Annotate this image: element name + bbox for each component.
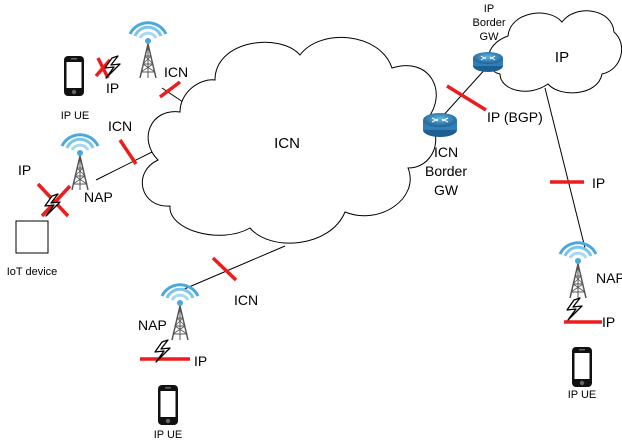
icn-border-gw-label-3: GW (434, 182, 459, 198)
icn-border-gw: ICN Border GW (423, 113, 467, 198)
cut-mark-bgp (446, 84, 487, 112)
ip-border-gw-label-3: GW (480, 31, 500, 43)
router-icon (473, 52, 503, 64)
ip-right-ue-link-label: IP (602, 314, 615, 330)
tower-left-icon (60, 133, 100, 192)
icn-top-left-label: ICN (164, 64, 188, 80)
ip-ue-bottom-label: IP UE (154, 429, 183, 441)
ip-bottom-label: IP (194, 353, 207, 369)
cut-mark-icn-bottom (211, 256, 238, 282)
nap-right-label: NAP (596, 270, 622, 286)
link-nap-left-icn (95, 147, 161, 181)
ip-right-link-label: IP (592, 175, 605, 191)
ip-border-gw: IP Border GW (472, 3, 506, 72)
phone-top-left-icon (64, 56, 84, 96)
ip-ue-right-label: IP UE (568, 389, 597, 401)
link-ip-to-nap-right (544, 87, 586, 249)
cut-mark-icn-left (118, 139, 138, 165)
tower-top-icon (128, 21, 168, 80)
ip-cloud-label: IP (555, 49, 569, 66)
ip-top-left-label: IP (106, 80, 119, 96)
cut-mark-ip-top-b (94, 58, 112, 78)
cut-mark-icn-top (158, 80, 182, 99)
phone-right-icon (572, 347, 592, 387)
icn-bottom-link-label: ICN (234, 292, 258, 308)
nap-left-label: NAP (84, 189, 113, 205)
ip-cloud: IP (487, 10, 622, 94)
nap-bottom-label: NAP (138, 317, 167, 333)
phone-bottom-icon (158, 385, 178, 425)
link-nap-bottom-icn (181, 245, 286, 291)
iot-device-label: IoT device (7, 266, 58, 278)
tower-right-icon (558, 241, 598, 300)
labels: IP (BGP) IP NAP IP IP UE IP ICN IP UE IC… (7, 64, 622, 441)
icn-left-link-label: ICN (108, 118, 132, 134)
tower-bottom-icon (160, 283, 200, 342)
ip-ue-top-left-label: IP UE (61, 110, 90, 122)
cut-mark-ip-left-b (40, 184, 72, 218)
icn-border-gw-label-2: Border (425, 163, 467, 179)
icn-cloud: ICN (141, 36, 437, 244)
icn-cloud-label: ICN (274, 135, 300, 152)
iot-device-icon (15, 220, 49, 254)
ip-bgp-label: IP (BGP) (487, 109, 543, 125)
bolt-right-icon (566, 297, 583, 321)
ip-left-label: IP (18, 162, 31, 178)
router-icon (423, 113, 457, 127)
ip-border-gw-label-1: IP (484, 3, 494, 15)
ip-border-gw-label-2: Border (472, 17, 505, 29)
icn-border-gw-label-1: ICN (434, 144, 458, 160)
